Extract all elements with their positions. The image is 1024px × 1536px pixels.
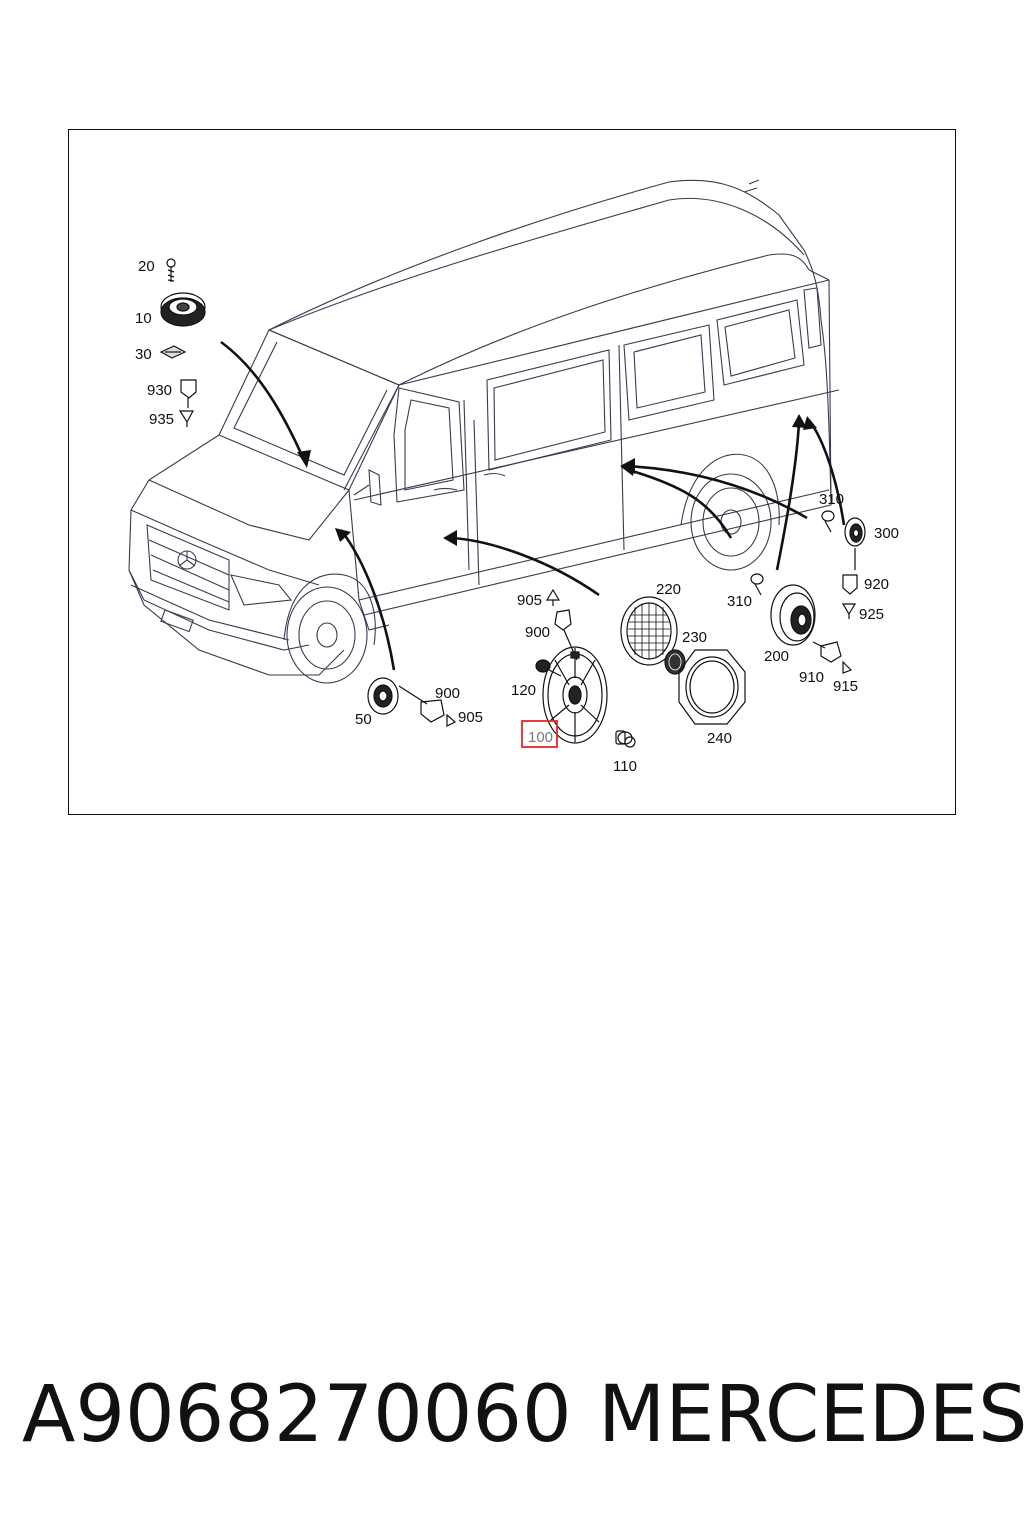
label-905-left: 905 [458, 709, 483, 726]
label-50: 50 [355, 711, 372, 728]
label-915: 915 [833, 678, 858, 695]
caption: A9068270060 MERCEDES [0, 1370, 1024, 1470]
clip-part-30 [159, 345, 187, 359]
parts [159, 258, 866, 748]
label-935: 935 [149, 411, 174, 428]
label-10: 10 [135, 310, 152, 327]
van-illustration [128, 179, 840, 684]
label-120: 120 [511, 682, 536, 699]
connector-part-920 [842, 574, 858, 595]
screw-part-310-upper [821, 510, 835, 533]
screw-part-310-lower [750, 573, 764, 596]
connector-part-910 [812, 641, 853, 674]
label-200: 200 [764, 648, 789, 665]
part-number: A9068270060 [22, 1370, 572, 1460]
connector-part-930 [180, 379, 197, 408]
label-900-center: 900 [525, 624, 550, 641]
exploded-parts-diagram: 20 10 30 930 935 50 900 905 905 900 120 … [128, 179, 899, 775]
clip-part-110 [615, 730, 636, 748]
brand-name: MERCEDES [598, 1370, 1024, 1460]
speaker-part-200 [770, 584, 816, 646]
diagram-frame: 20 10 30 930 935 50 900 905 905 900 120 … [68, 129, 956, 815]
speaker-part-50 [367, 677, 399, 715]
highlight-box-100 [521, 720, 558, 748]
label-910: 910 [799, 669, 824, 686]
part-labels: 20 10 30 930 935 50 900 905 905 900 120 … [135, 258, 899, 775]
label-20: 20 [138, 258, 155, 275]
screw-part-20 [166, 258, 176, 282]
tweeter-part-300 [844, 517, 866, 570]
label-925: 925 [859, 606, 884, 623]
label-930: 930 [147, 382, 172, 399]
label-905-center: 905 [517, 592, 542, 609]
speaker-frame-part-100 [542, 646, 608, 744]
label-220: 220 [656, 581, 681, 598]
location-arrows [220, 340, 846, 671]
grille-part-230 [664, 649, 686, 675]
label-30: 30 [135, 346, 152, 363]
pin-part-935 [178, 410, 195, 427]
label-230: 230 [682, 629, 707, 646]
arrow-heads [297, 414, 817, 546]
label-100: 100 [528, 729, 553, 746]
label-300: 300 [874, 525, 899, 542]
gasket-part-240 [678, 649, 746, 725]
pin-part-905-center [545, 588, 561, 606]
connector-part-900-left [398, 685, 457, 727]
pin-part-925 [841, 603, 857, 619]
label-920: 920 [864, 576, 889, 593]
grille-part-220 [620, 596, 678, 666]
label-310-upper: 310 [819, 491, 844, 508]
label-110: 110 [613, 758, 637, 775]
label-240: 240 [707, 730, 732, 747]
label-310-lower: 310 [727, 593, 752, 610]
label-900-left: 900 [435, 685, 460, 702]
tweeter-part-10 [160, 292, 206, 327]
